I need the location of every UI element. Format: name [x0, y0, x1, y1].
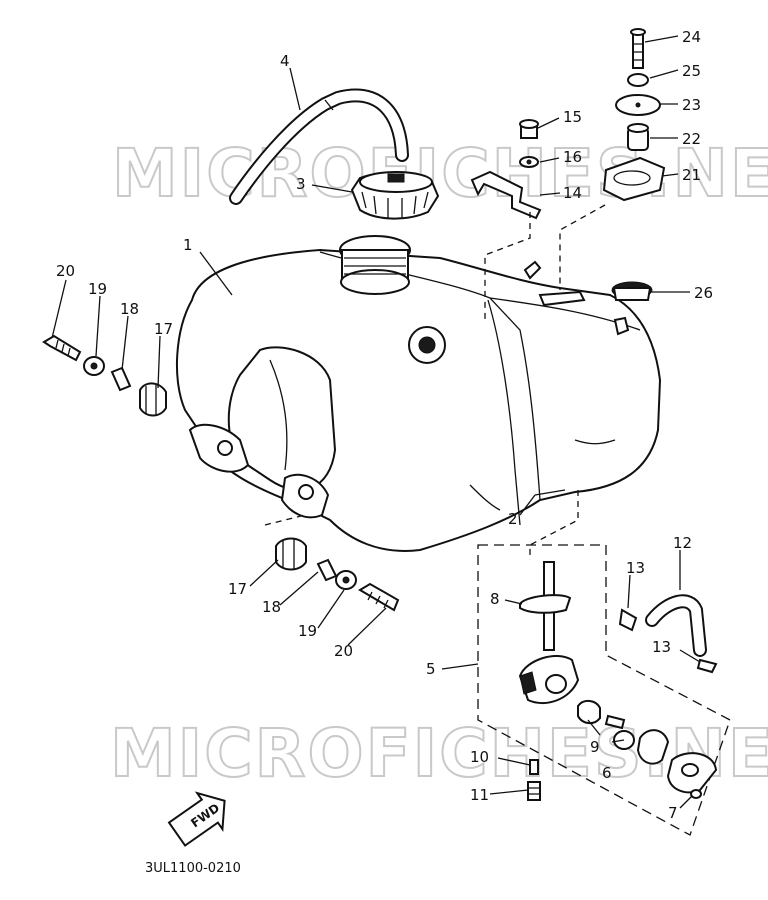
- fuel-hose: [618, 594, 718, 674]
- fuel-cock-assembly: [477, 544, 731, 836]
- fuel-tank: [176, 235, 662, 552]
- left-mount-hardware-lower: [275, 537, 400, 612]
- callout-13a: 13: [626, 559, 645, 577]
- callout-10: 10: [470, 748, 489, 766]
- callout-18a: 18: [120, 300, 139, 318]
- fwd-arrow: FWD: [167, 791, 226, 847]
- callout-25: 25: [682, 62, 701, 80]
- callout-23: 23: [682, 96, 701, 114]
- callout-20b: 20: [334, 642, 353, 660]
- callout-18b: 18: [262, 598, 281, 616]
- damper-stack: [602, 28, 666, 301]
- callout-labels: 1 2 3 4 5 6 7 8 9 10 11 12 13 13 14 15 1…: [56, 28, 713, 822]
- breather-hose: [229, 88, 409, 205]
- callout-14: 14: [563, 184, 582, 202]
- callout-19a: 19: [88, 280, 107, 298]
- callout-16: 16: [563, 148, 582, 166]
- callout-3: 3: [296, 175, 306, 193]
- callout-13b: 13: [652, 638, 671, 656]
- tank-bracket: [470, 119, 542, 220]
- callout-24: 24: [682, 28, 701, 46]
- callout-15: 15: [563, 108, 582, 126]
- left-mount-hardware-upper: [42, 334, 167, 417]
- callout-9: 9: [590, 738, 600, 756]
- callout-26: 26: [694, 284, 713, 302]
- callout-2: 2: [508, 510, 518, 528]
- callout-11: 11: [470, 786, 489, 804]
- callout-22: 22: [682, 130, 701, 148]
- callout-17b: 17: [228, 580, 247, 598]
- callout-5: 5: [426, 660, 436, 678]
- fuel-cap: [350, 171, 440, 220]
- callout-4: 4: [280, 52, 290, 70]
- callout-12: 12: [673, 534, 692, 552]
- drawing-code: 3UL1100-0210: [145, 861, 241, 876]
- watermark-top: MICROFICHES.NET: [112, 135, 768, 212]
- leader-lines: [51, 35, 701, 809]
- callout-21: 21: [682, 166, 701, 184]
- callout-8: 8: [490, 590, 500, 608]
- callout-17a: 17: [154, 320, 173, 338]
- callout-7: 7: [668, 804, 678, 822]
- callout-19b: 19: [298, 622, 317, 640]
- callout-6: 6: [602, 764, 612, 782]
- callout-1: 1: [183, 236, 193, 254]
- callout-20a: 20: [56, 262, 75, 280]
